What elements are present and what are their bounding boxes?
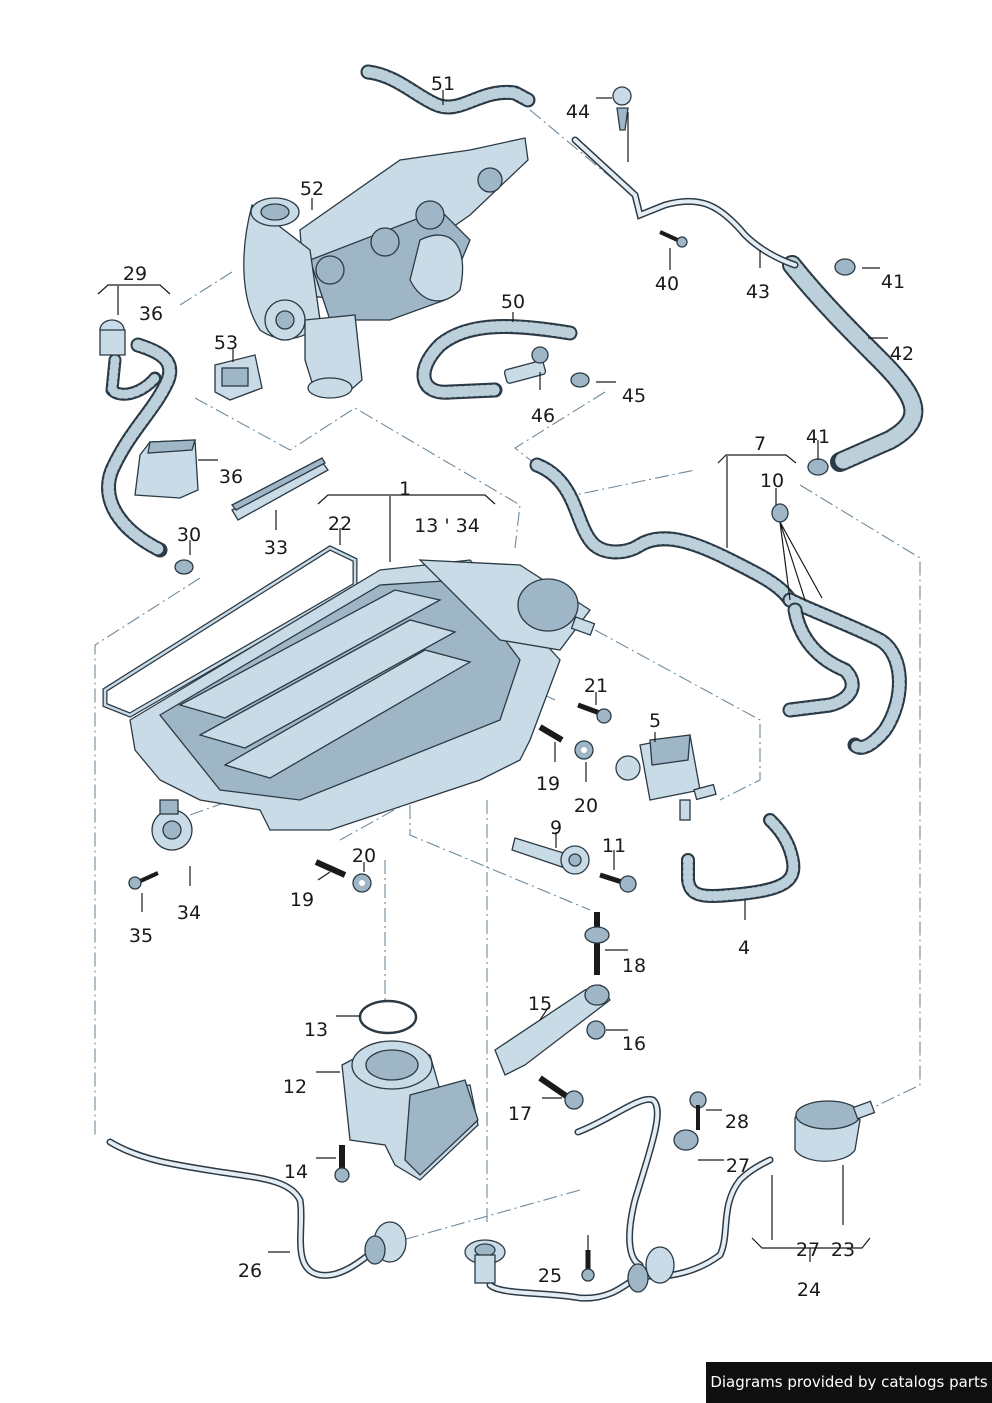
label-4: 4: [738, 937, 750, 959]
label-28: 28: [725, 1111, 749, 1133]
label-7: 7: [754, 433, 766, 455]
nut-20-a: [574, 740, 594, 760]
label-40: 40: [655, 273, 679, 295]
intake-manifold-1: [129, 559, 596, 831]
label-33: 33: [264, 537, 288, 559]
label-18: 18: [622, 955, 646, 977]
valve-53: [214, 354, 263, 401]
label-21: 21: [584, 675, 608, 697]
label-53: 53: [214, 332, 238, 354]
label-34: 34: [177, 902, 201, 924]
leader-lines: [97, 90, 888, 1262]
screw-35: [128, 871, 159, 890]
throttle-body-12: [341, 1040, 479, 1181]
clip-27: [673, 1129, 699, 1151]
hose-51: [360, 64, 536, 115]
pipe-43: [571, 136, 799, 269]
stud-19-a: [538, 724, 564, 743]
label-22: 22: [328, 513, 352, 535]
fitting-46: [503, 346, 549, 384]
clamp-41: [807, 258, 856, 476]
label-13-34: 13 ' 34: [414, 515, 480, 537]
bolt-17: [538, 1075, 584, 1110]
label-19-b: 19: [290, 889, 314, 911]
nut-16: [586, 1020, 606, 1040]
nut-20-b: [352, 873, 372, 893]
label-15: 15: [528, 993, 552, 1015]
filter-23: [794, 1100, 876, 1162]
label-27-a: 27: [726, 1155, 750, 1177]
stud-18: [584, 912, 610, 975]
valve-5: [615, 734, 717, 821]
label-16: 16: [622, 1033, 646, 1055]
pipe-24: [486, 1095, 774, 1302]
label-20-b: 20: [352, 845, 376, 867]
label-10: 10: [760, 470, 784, 492]
pipe-26: [106, 1138, 379, 1279]
label-50: 50: [501, 291, 525, 313]
label-30: 30: [177, 524, 201, 546]
label-5: 5: [649, 710, 661, 732]
stud-19-b: [314, 859, 347, 878]
bolt-11: [599, 872, 637, 893]
label-52: 52: [300, 178, 324, 200]
valve-29: [99, 319, 126, 356]
label-14: 14: [284, 1161, 308, 1183]
hose-4: [681, 813, 801, 904]
label-36-b: 36: [219, 466, 243, 488]
label-35: 35: [129, 925, 153, 947]
clip-10: [771, 503, 789, 523]
label-13: 13: [304, 1019, 328, 1041]
label-19-a: 19: [536, 773, 560, 795]
label-9: 9: [550, 817, 562, 839]
label-51: 51: [431, 73, 455, 95]
sensor-9: [511, 837, 590, 875]
connector-26: [364, 1221, 407, 1265]
stud-21: [577, 702, 612, 724]
sensor-34: [151, 799, 193, 851]
seal-ring-13: [358, 999, 418, 1035]
screw-14: [334, 1145, 350, 1183]
label-17: 17: [508, 1103, 532, 1125]
label-1: 1: [399, 478, 411, 500]
label-44: 44: [566, 101, 590, 123]
clip-44: [612, 86, 632, 131]
credit-banner: Diagrams provided by catalogs parts: [706, 1362, 992, 1403]
turbo-manifold-52: [243, 137, 529, 399]
label-45: 45: [622, 385, 646, 407]
bracket-15: [494, 984, 611, 1076]
clamp-30: [174, 559, 194, 575]
label-23: 23: [831, 1239, 855, 1261]
cover-36: [134, 439, 199, 499]
cap-24: [464, 1239, 506, 1284]
label-12: 12: [283, 1076, 307, 1098]
label-43: 43: [746, 281, 770, 303]
screw-25: [581, 1250, 595, 1282]
hose-7: [529, 457, 907, 755]
part-labels: 51 52 44 40 43 41 42 29 36 53 50 45 46 3…: [123, 73, 914, 1301]
bolt-40: [659, 230, 688, 248]
label-36-a: 36: [139, 303, 163, 325]
strip-33: [230, 457, 329, 521]
clamp-45: [570, 372, 590, 388]
hose-29: [101, 337, 178, 558]
label-20-a: 20: [574, 795, 598, 817]
label-46: 46: [531, 405, 555, 427]
fitting-24: [627, 1246, 675, 1293]
label-27-b: 27: [796, 1239, 820, 1261]
label-41-a: 41: [881, 271, 905, 293]
label-24: 24: [797, 1279, 821, 1301]
label-25: 25: [538, 1265, 562, 1287]
screw-28: [689, 1091, 707, 1130]
label-26: 26: [238, 1260, 262, 1282]
hose-42: [782, 255, 924, 472]
label-29: 29: [123, 263, 147, 285]
label-11: 11: [602, 835, 626, 857]
hose-50: [416, 319, 578, 400]
label-41-b: 41: [806, 426, 830, 448]
label-42: 42: [890, 343, 914, 365]
